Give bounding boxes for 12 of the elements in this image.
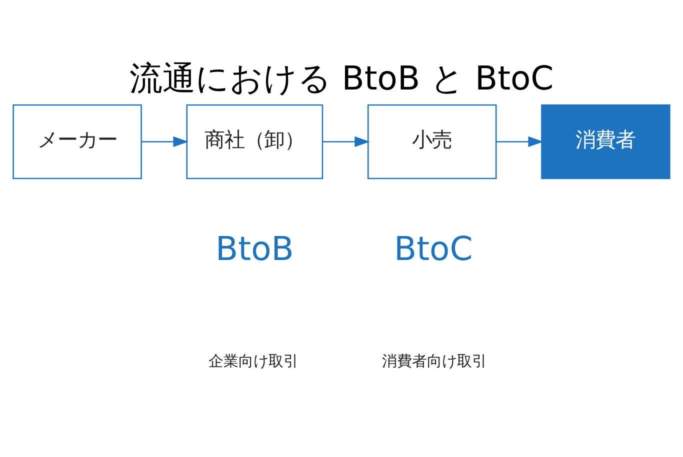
label: BtoC	[394, 228, 473, 268]
diagram-title: 流通における BtoB と BtoC	[129, 58, 554, 98]
node-box: メーカー	[12, 104, 142, 180]
node-box: 消費者	[541, 104, 670, 180]
node-box: 商社（卸）	[186, 104, 324, 180]
label: BtoB	[216, 228, 294, 268]
arrow	[496, 136, 544, 148]
node-box: 小売	[367, 104, 497, 180]
label: 消費者向け取引	[382, 352, 488, 370]
arrow	[322, 136, 370, 148]
arrow	[141, 136, 188, 148]
label: 企業向け取引	[208, 352, 298, 370]
